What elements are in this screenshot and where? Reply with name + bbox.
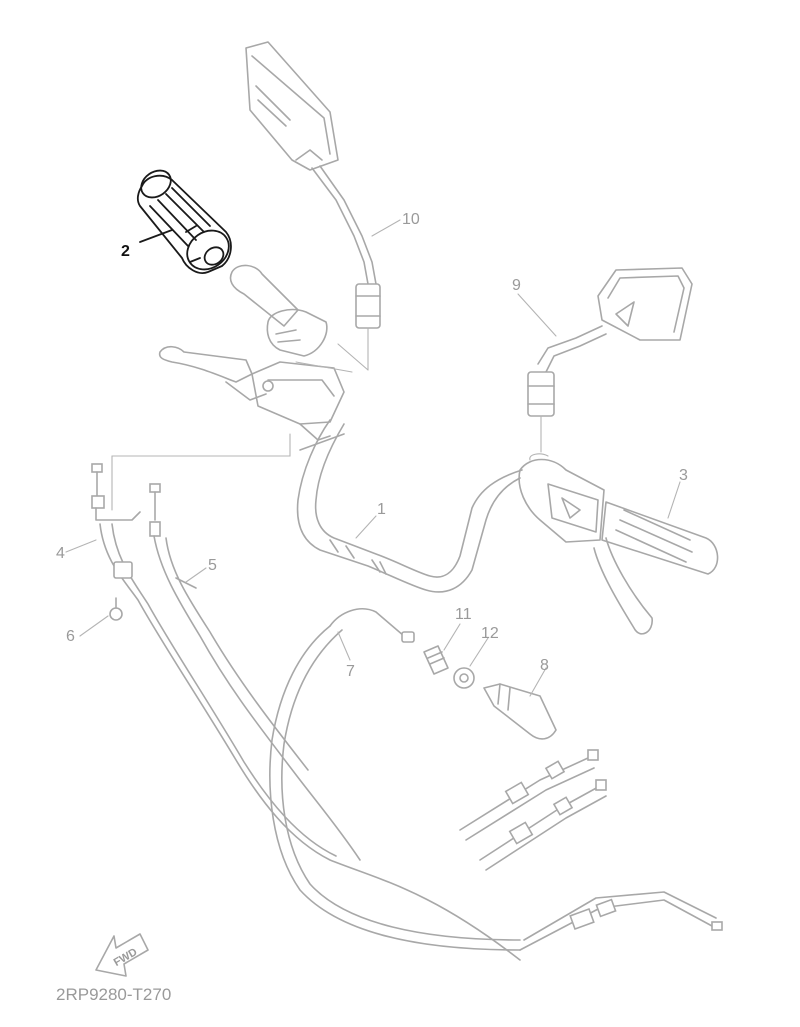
callout-11: 11 (455, 606, 472, 623)
handlebar-part-1[interactable] (296, 419, 523, 593)
left-lever-assembly[interactable] (158, 264, 369, 441)
callout-6: 6 (66, 628, 75, 645)
callout-1: 1 (377, 501, 386, 518)
left-cables[interactable] (91, 433, 521, 961)
adjuster-bolt-part-11[interactable] (423, 645, 449, 675)
clutch-cable-part-7[interactable] (269, 608, 521, 951)
callout-2: 2 (121, 243, 130, 260)
callout-7: 7 (346, 663, 355, 680)
diagram-code: 2RP9280-T270 (56, 985, 171, 1004)
fwd-label: FWD (112, 946, 140, 969)
callout-10: 10 (402, 211, 420, 228)
right-mirror-part-9[interactable] (527, 267, 693, 453)
cable-boot-part-8[interactable] (483, 683, 557, 740)
callout-5: 5 (208, 557, 217, 574)
left-mirror-part-10[interactable] (245, 41, 381, 371)
leader-lines (65, 219, 681, 697)
cable-ends[interactable] (459, 749, 723, 951)
callout-9: 9 (512, 277, 521, 294)
locknut-part-12[interactable] (453, 667, 475, 689)
callout-3: 3 (679, 467, 688, 484)
forward-arrow-icon: FWD (95, 933, 149, 977)
callouts: 1 2 3 4 5 6 7 8 9 10 11 12 (56, 211, 688, 680)
left-grip-part-2[interactable] (136, 165, 236, 277)
callout-8: 8 (540, 657, 549, 674)
callout-4: 4 (56, 545, 65, 562)
callout-12: 12 (481, 625, 499, 642)
right-grip-part-3[interactable] (518, 453, 719, 635)
